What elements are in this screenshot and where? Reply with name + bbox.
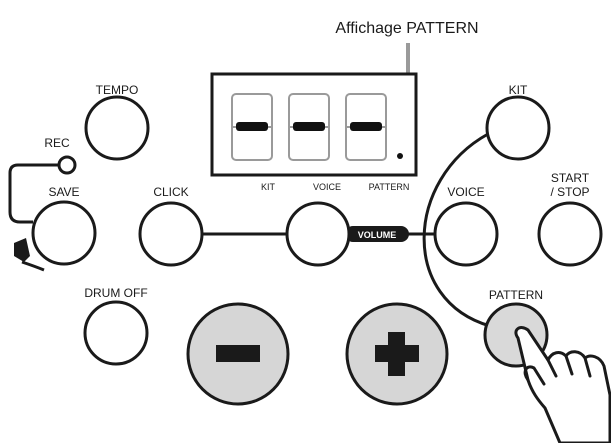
volume-badge: VOLUME (345, 226, 409, 242)
display-label-kit: KIT (261, 182, 276, 192)
voice-knob-button[interactable] (285, 201, 351, 267)
display-label-voice: VOICE (313, 182, 341, 192)
rec-led (57, 155, 77, 175)
digit-2-segment-lit (293, 122, 325, 131)
digit-3-segment-lit (350, 122, 382, 131)
pattern-label: PATTERN (489, 288, 543, 302)
led-display (210, 72, 418, 177)
volume-label: VOLUME (358, 230, 397, 240)
kit-label: KIT (509, 83, 528, 97)
start-stop-label-line1: START (551, 171, 590, 185)
save-button[interactable] (31, 200, 97, 266)
voice-button[interactable] (433, 201, 499, 267)
drum-off-button[interactable] (83, 300, 149, 366)
click-button[interactable] (138, 201, 204, 267)
rec-save-bracket (8, 163, 59, 224)
foot-pedal-icon (14, 238, 45, 272)
minus-icon (216, 345, 260, 362)
tempo-label: TEMPO (96, 83, 139, 97)
callout-display-label: Affichage PATTERN (335, 20, 478, 37)
rec-label: REC (44, 136, 70, 150)
display-label-pattern: PATTERN (369, 182, 410, 192)
voice-label: VOICE (447, 185, 484, 199)
plus-icon (375, 332, 419, 376)
kit-pattern-arc (422, 132, 491, 328)
start-stop-label-line2: / STOP (550, 185, 589, 199)
drum-off-label: DRUM OFF (84, 286, 147, 300)
kit-button[interactable] (485, 95, 551, 161)
digit-1-segment-lit (236, 122, 268, 131)
tempo-button[interactable] (84, 95, 150, 161)
decimal-point-indicator (397, 153, 403, 159)
hand-pointer-icon (514, 326, 611, 443)
save-label: SAVE (48, 185, 79, 199)
start-stop-button[interactable] (537, 201, 603, 267)
click-label: CLICK (153, 185, 188, 199)
